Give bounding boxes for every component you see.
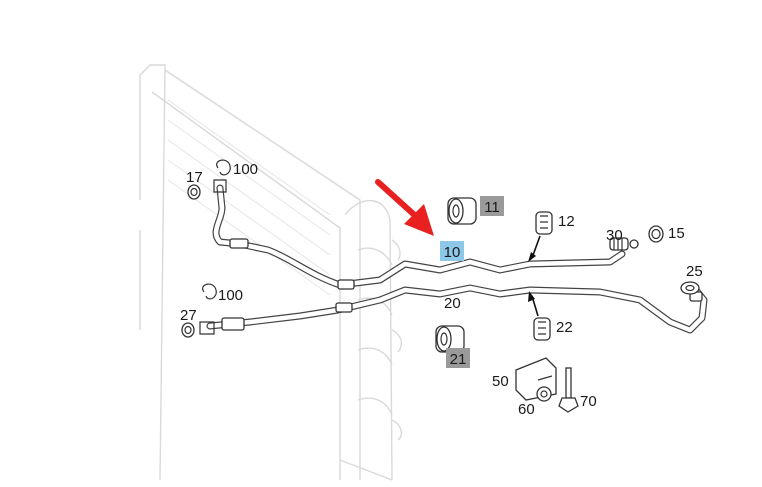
bracket-assembly (515, 357, 579, 413)
callout-17: 17 (186, 169, 203, 186)
callout-12: 12 (558, 213, 575, 230)
callout-11: 11 (484, 199, 500, 216)
callout-10: 10 (444, 244, 461, 261)
callout-20: 20 (444, 295, 461, 312)
callout-21-badge (446, 348, 470, 368)
callout-21: 21 (450, 351, 467, 368)
callout-100-lower: 100 (218, 287, 243, 304)
part-100-clip-upper (216, 159, 231, 176)
part-100-clip-lower (202, 283, 217, 300)
radiator-background (139, 64, 403, 481)
callout-70: 70 (580, 393, 597, 410)
red-pointer-arrow (375, 179, 434, 236)
callout-60: 60 (518, 401, 535, 418)
oil-line-upper (212, 179, 626, 290)
callout-10-highlight (440, 241, 464, 261)
callout-27: 27 (180, 307, 197, 324)
callout-50: 50 (492, 373, 509, 390)
part-21-bushing (435, 325, 465, 353)
oil-line-lower (199, 284, 708, 335)
callout-25: 25 (686, 263, 703, 280)
callout-100-upper: 100 (233, 161, 258, 178)
part-22-holder (528, 291, 551, 341)
callout-22: 22 (556, 319, 573, 336)
callout-15: 15 (668, 225, 685, 242)
part-11-bushing (447, 197, 477, 225)
part-30-fitting (609, 237, 639, 251)
callout-30: 30 (606, 227, 623, 244)
part-27-seal (181, 322, 195, 338)
part-15-oring (648, 225, 664, 243)
callout-11-badge (480, 196, 504, 216)
part-17-seal (187, 184, 201, 200)
part-25-seal (680, 281, 700, 295)
part-12-holder (528, 211, 553, 262)
